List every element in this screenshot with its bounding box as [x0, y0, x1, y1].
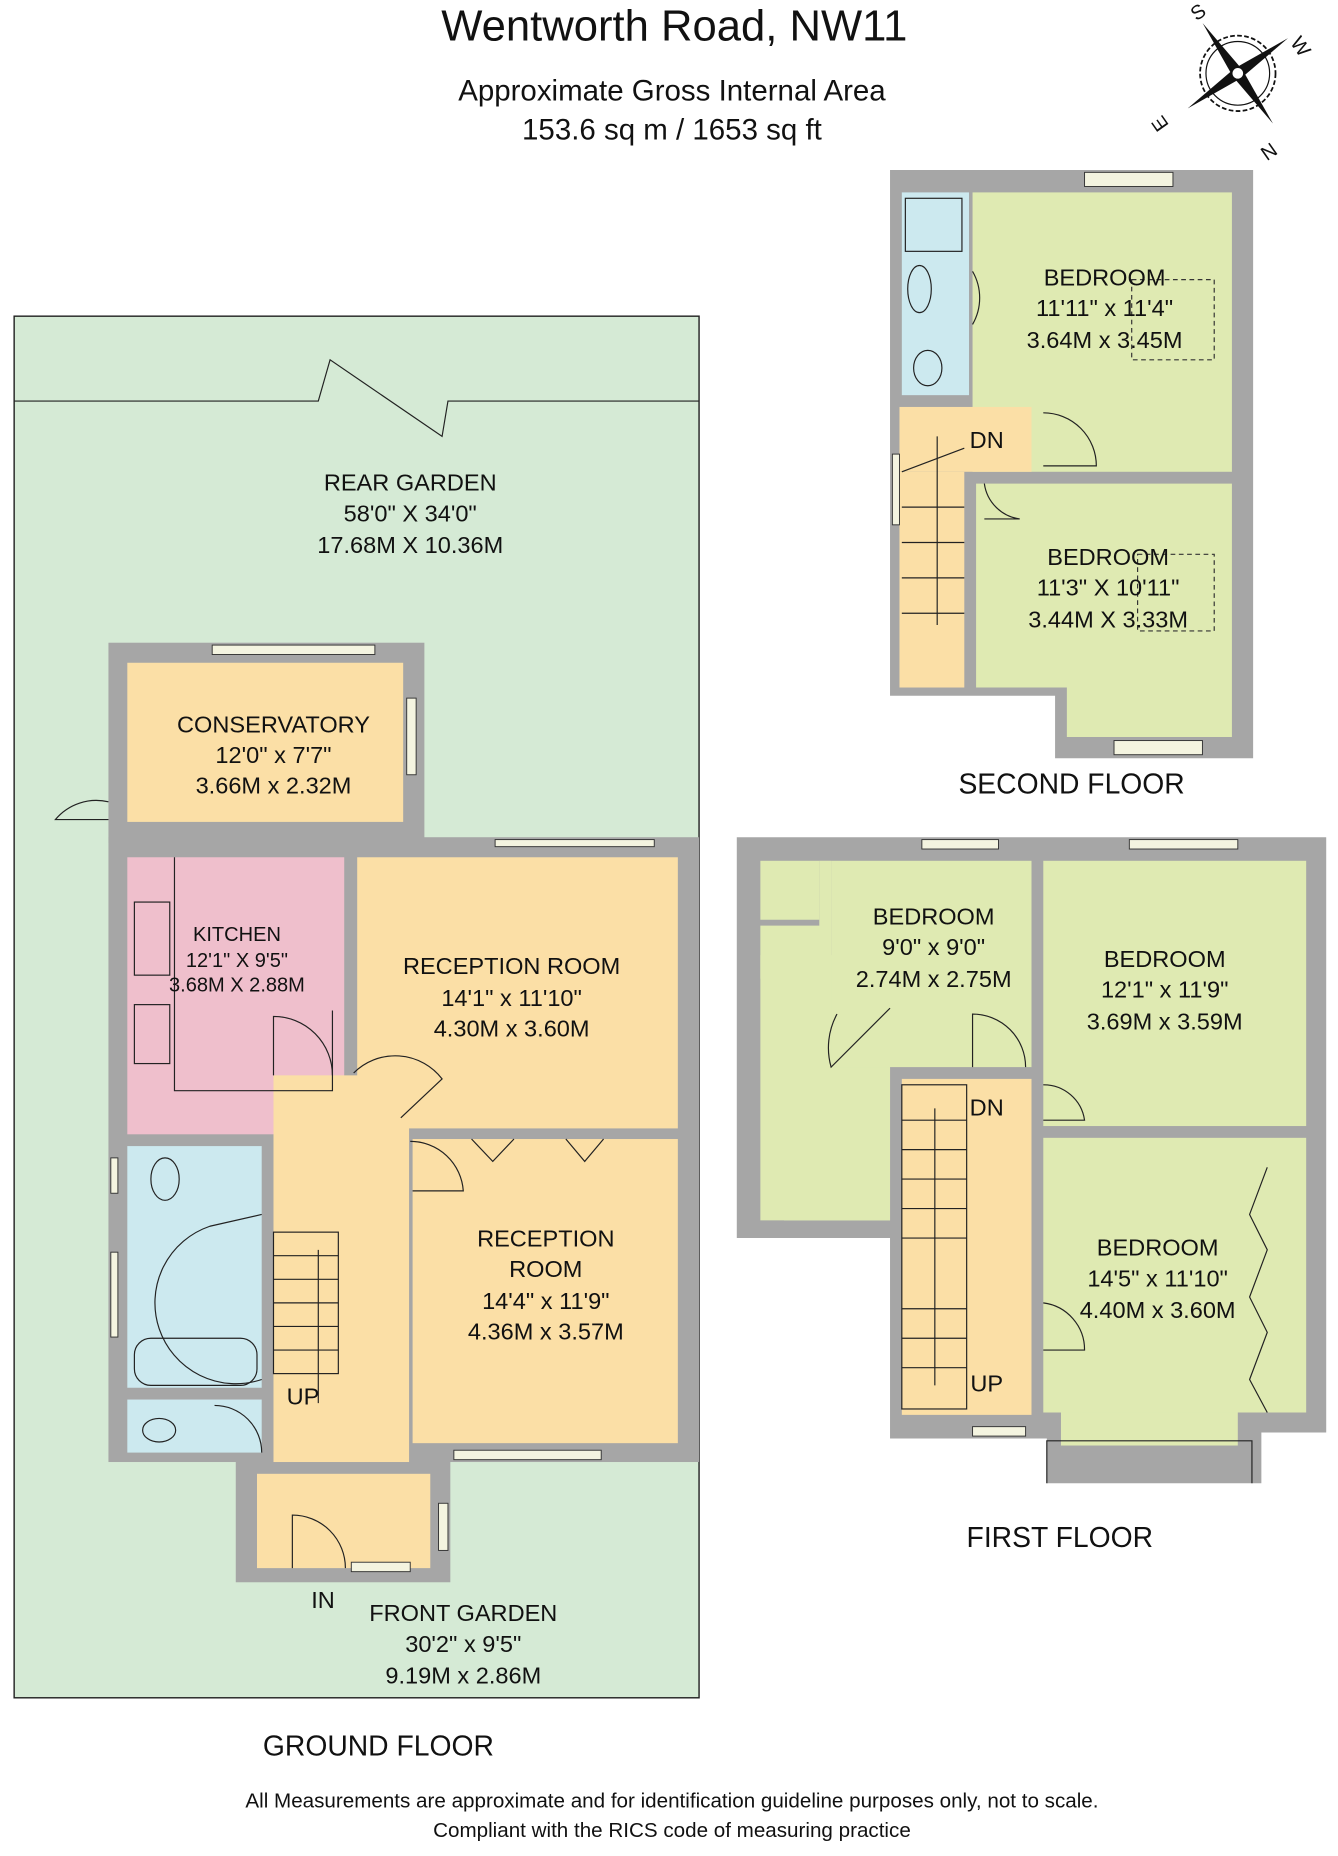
first-bedroom-1-metric: 2.74M x 2.75M	[856, 966, 1012, 992]
second-bedroom-2-name: BEDROOM	[1047, 544, 1169, 570]
conservatory-name: CONSERVATORY	[177, 711, 370, 737]
wc	[127, 1399, 262, 1453]
front-garden-name: FRONT GARDEN	[369, 1600, 557, 1626]
second-bedroom-1-imperial: 11'11" x 11'4"	[1036, 295, 1173, 321]
compass-e: E	[1148, 111, 1174, 135]
reception-room-2	[412, 1139, 678, 1444]
compass-n: N	[1256, 138, 1280, 164]
kitchen-name: KITCHEN	[193, 924, 281, 946]
first-bedroom-3-metric: 4.40M x 3.60M	[1080, 1297, 1236, 1323]
first-bedroom-2-name: BEDROOM	[1104, 946, 1226, 972]
hallway	[273, 1075, 410, 1463]
conservatory-imperial: 12'0" x 7'7"	[215, 742, 331, 768]
first-bedroom-3-imperial: 14'5" x 11'10"	[1087, 1265, 1228, 1291]
ground-up-label: UP	[287, 1383, 320, 1409]
ground-floor-plan: REAR GARDEN 58'0" X 34'0" 17.68M X 10.36…	[13, 315, 700, 1762]
rear-garden-metric: 17.68M X 10.36M	[317, 532, 503, 558]
second-bedroom-1-name: BEDROOM	[1044, 265, 1166, 291]
kitchen-metric: 3.68M X 2.88M	[169, 975, 305, 997]
second-landing	[899, 406, 1032, 472]
first-bedroom-1	[831, 860, 1032, 1068]
reception-1-metric: 4.30M x 3.60M	[434, 1015, 590, 1041]
first-bedroom-2	[1043, 860, 1307, 1127]
rear-garden-imperial: 58'0" X 34'0"	[344, 500, 477, 526]
title: Wentworth Road, NW11	[441, 2, 907, 50]
second-bedroom-2	[976, 483, 1232, 738]
second-floor-label: SECOND FLOOR	[958, 768, 1184, 800]
compass-icon: S W E N	[1148, 0, 1315, 164]
compass-s: S	[1187, 0, 1211, 26]
second-dn-label: DN	[970, 427, 1004, 453]
reception-2-imperial: 14'4" x 11'9"	[482, 1288, 609, 1314]
front-garden-metric: 9.19M x 2.86M	[385, 1663, 541, 1689]
first-bedroom-1-name: BEDROOM	[873, 903, 995, 929]
first-floor-label: FIRST FLOOR	[967, 1521, 1153, 1553]
first-floor-plan: BEDROOM 9'0" x 9'0" 2.74M x 2.75M BEDROO…	[736, 837, 1327, 1553]
first-bedroom-3-name: BEDROOM	[1097, 1235, 1219, 1261]
kitchen-imperial: 12'1" X 9'5"	[186, 950, 288, 972]
entrance-in-label: IN	[311, 1587, 335, 1613]
stairs-ground	[272, 1231, 339, 1404]
reception-1-imperial: 14'1" x 11'10"	[441, 985, 582, 1011]
front-garden-imperial: 30'2" x 9'5"	[405, 1631, 521, 1657]
second-bedroom-2-imperial: 11'3" X 10'11"	[1037, 575, 1180, 601]
subtitle: Approximate Gross Internal Area	[458, 74, 886, 107]
reception-2-metric: 4.36M x 3.57M	[468, 1318, 624, 1344]
first-up-label: UP	[970, 1370, 1003, 1396]
first-bedroom-1-imperial: 9'0" x 9'0"	[882, 934, 985, 960]
rics-compliance: Compliant with the RICS code of measurin…	[433, 1819, 911, 1842]
compass-w: W	[1286, 33, 1315, 61]
disclaimer: All Measurements are approximate and for…	[245, 1789, 1098, 1812]
reception-2-name-2: ROOM	[509, 1256, 582, 1282]
conservatory-metric: 3.66M x 2.32M	[196, 773, 352, 799]
gross-area: 153.6 sq m / 1653 sq ft	[522, 113, 822, 146]
bathroom	[127, 1146, 262, 1388]
first-dn-label: DN	[970, 1094, 1004, 1120]
second-bedroom-2-metric: 3.44M X 3.33M	[1028, 606, 1188, 632]
second-bedroom-1-metric: 3.64M x 3.45M	[1027, 327, 1183, 353]
reception-room-1	[357, 857, 678, 1129]
conservatory	[127, 662, 404, 822]
first-bedroom-2-metric: 3.69M x 3.59M	[1087, 1008, 1243, 1034]
rear-garden-name: REAR GARDEN	[324, 470, 497, 496]
first-bedroom-3	[1043, 1137, 1307, 1413]
reception-2-name-1: RECEPTION	[477, 1225, 614, 1251]
reception-1-name: RECEPTION ROOM	[403, 953, 620, 979]
first-bedroom-2-imperial: 12'1" x 11'9"	[1101, 977, 1228, 1003]
shower-room	[901, 192, 970, 396]
second-floor-plan: BEDROOM 11'11" x 11'4" 3.64M x 3.45M BED…	[890, 169, 1254, 800]
ground-floor-label: GROUND FLOOR	[263, 1730, 494, 1762]
